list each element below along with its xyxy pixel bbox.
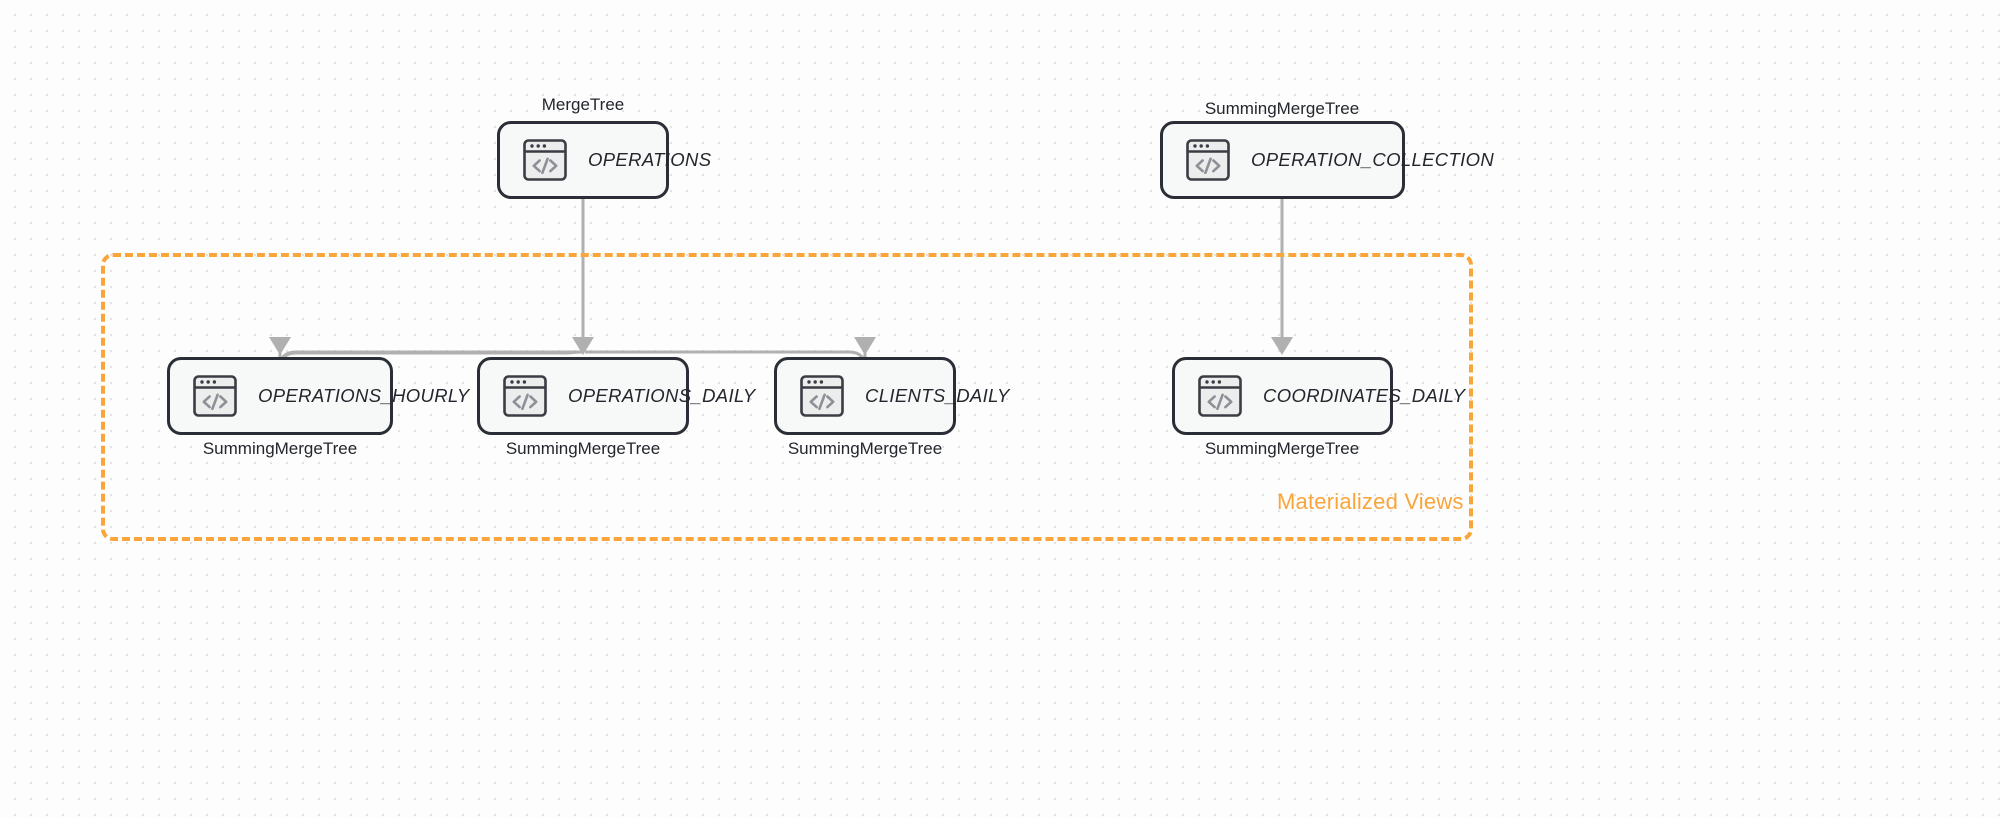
node-label: OPERATIONS bbox=[588, 149, 712, 170]
engine-caption-clients_daily: SummingMergeTree bbox=[787, 439, 943, 458]
code-window-icon bbox=[523, 139, 567, 181]
engine-caption-operations: MergeTree bbox=[541, 95, 625, 114]
node-label: OPERATIONS_DAILY bbox=[568, 385, 756, 406]
node-label: COORDINATES_DAILY bbox=[1263, 385, 1466, 406]
engine-caption-operation_collection: SummingMergeTree bbox=[1204, 99, 1360, 118]
node-label: CLIENTS_DAILY bbox=[865, 385, 1010, 406]
code-window-icon bbox=[1186, 139, 1230, 181]
node-operations[interactable]: OPERATIONS bbox=[497, 121, 711, 199]
code-window-icon bbox=[1198, 375, 1242, 417]
node-coordinates_daily[interactable]: COORDINATES_DAILY bbox=[1172, 357, 1465, 435]
node-label: OPERATION_COLLECTION bbox=[1251, 149, 1495, 170]
engine-caption-coordinates_daily: SummingMergeTree bbox=[1204, 439, 1360, 458]
node-operations_hourly[interactable]: OPERATIONS_HOURLY bbox=[167, 357, 469, 435]
node-label: OPERATIONS_HOURLY bbox=[258, 385, 470, 406]
engine-caption-operations_daily: SummingMergeTree bbox=[505, 439, 661, 458]
materialized-views-group bbox=[101, 253, 1473, 541]
code-window-icon bbox=[503, 375, 547, 417]
materialized-views-label: Materialized Views bbox=[1277, 489, 1464, 514]
engine-caption-operations_hourly: SummingMergeTree bbox=[202, 439, 358, 458]
node-operation_collection[interactable]: OPERATION_COLLECTION bbox=[1160, 121, 1494, 199]
node-operations_daily[interactable]: OPERATIONS_DAILY bbox=[477, 357, 755, 435]
code-window-icon bbox=[193, 375, 237, 417]
code-window-icon bbox=[800, 375, 844, 417]
node-clients_daily[interactable]: CLIENTS_DAILY bbox=[774, 357, 1009, 435]
